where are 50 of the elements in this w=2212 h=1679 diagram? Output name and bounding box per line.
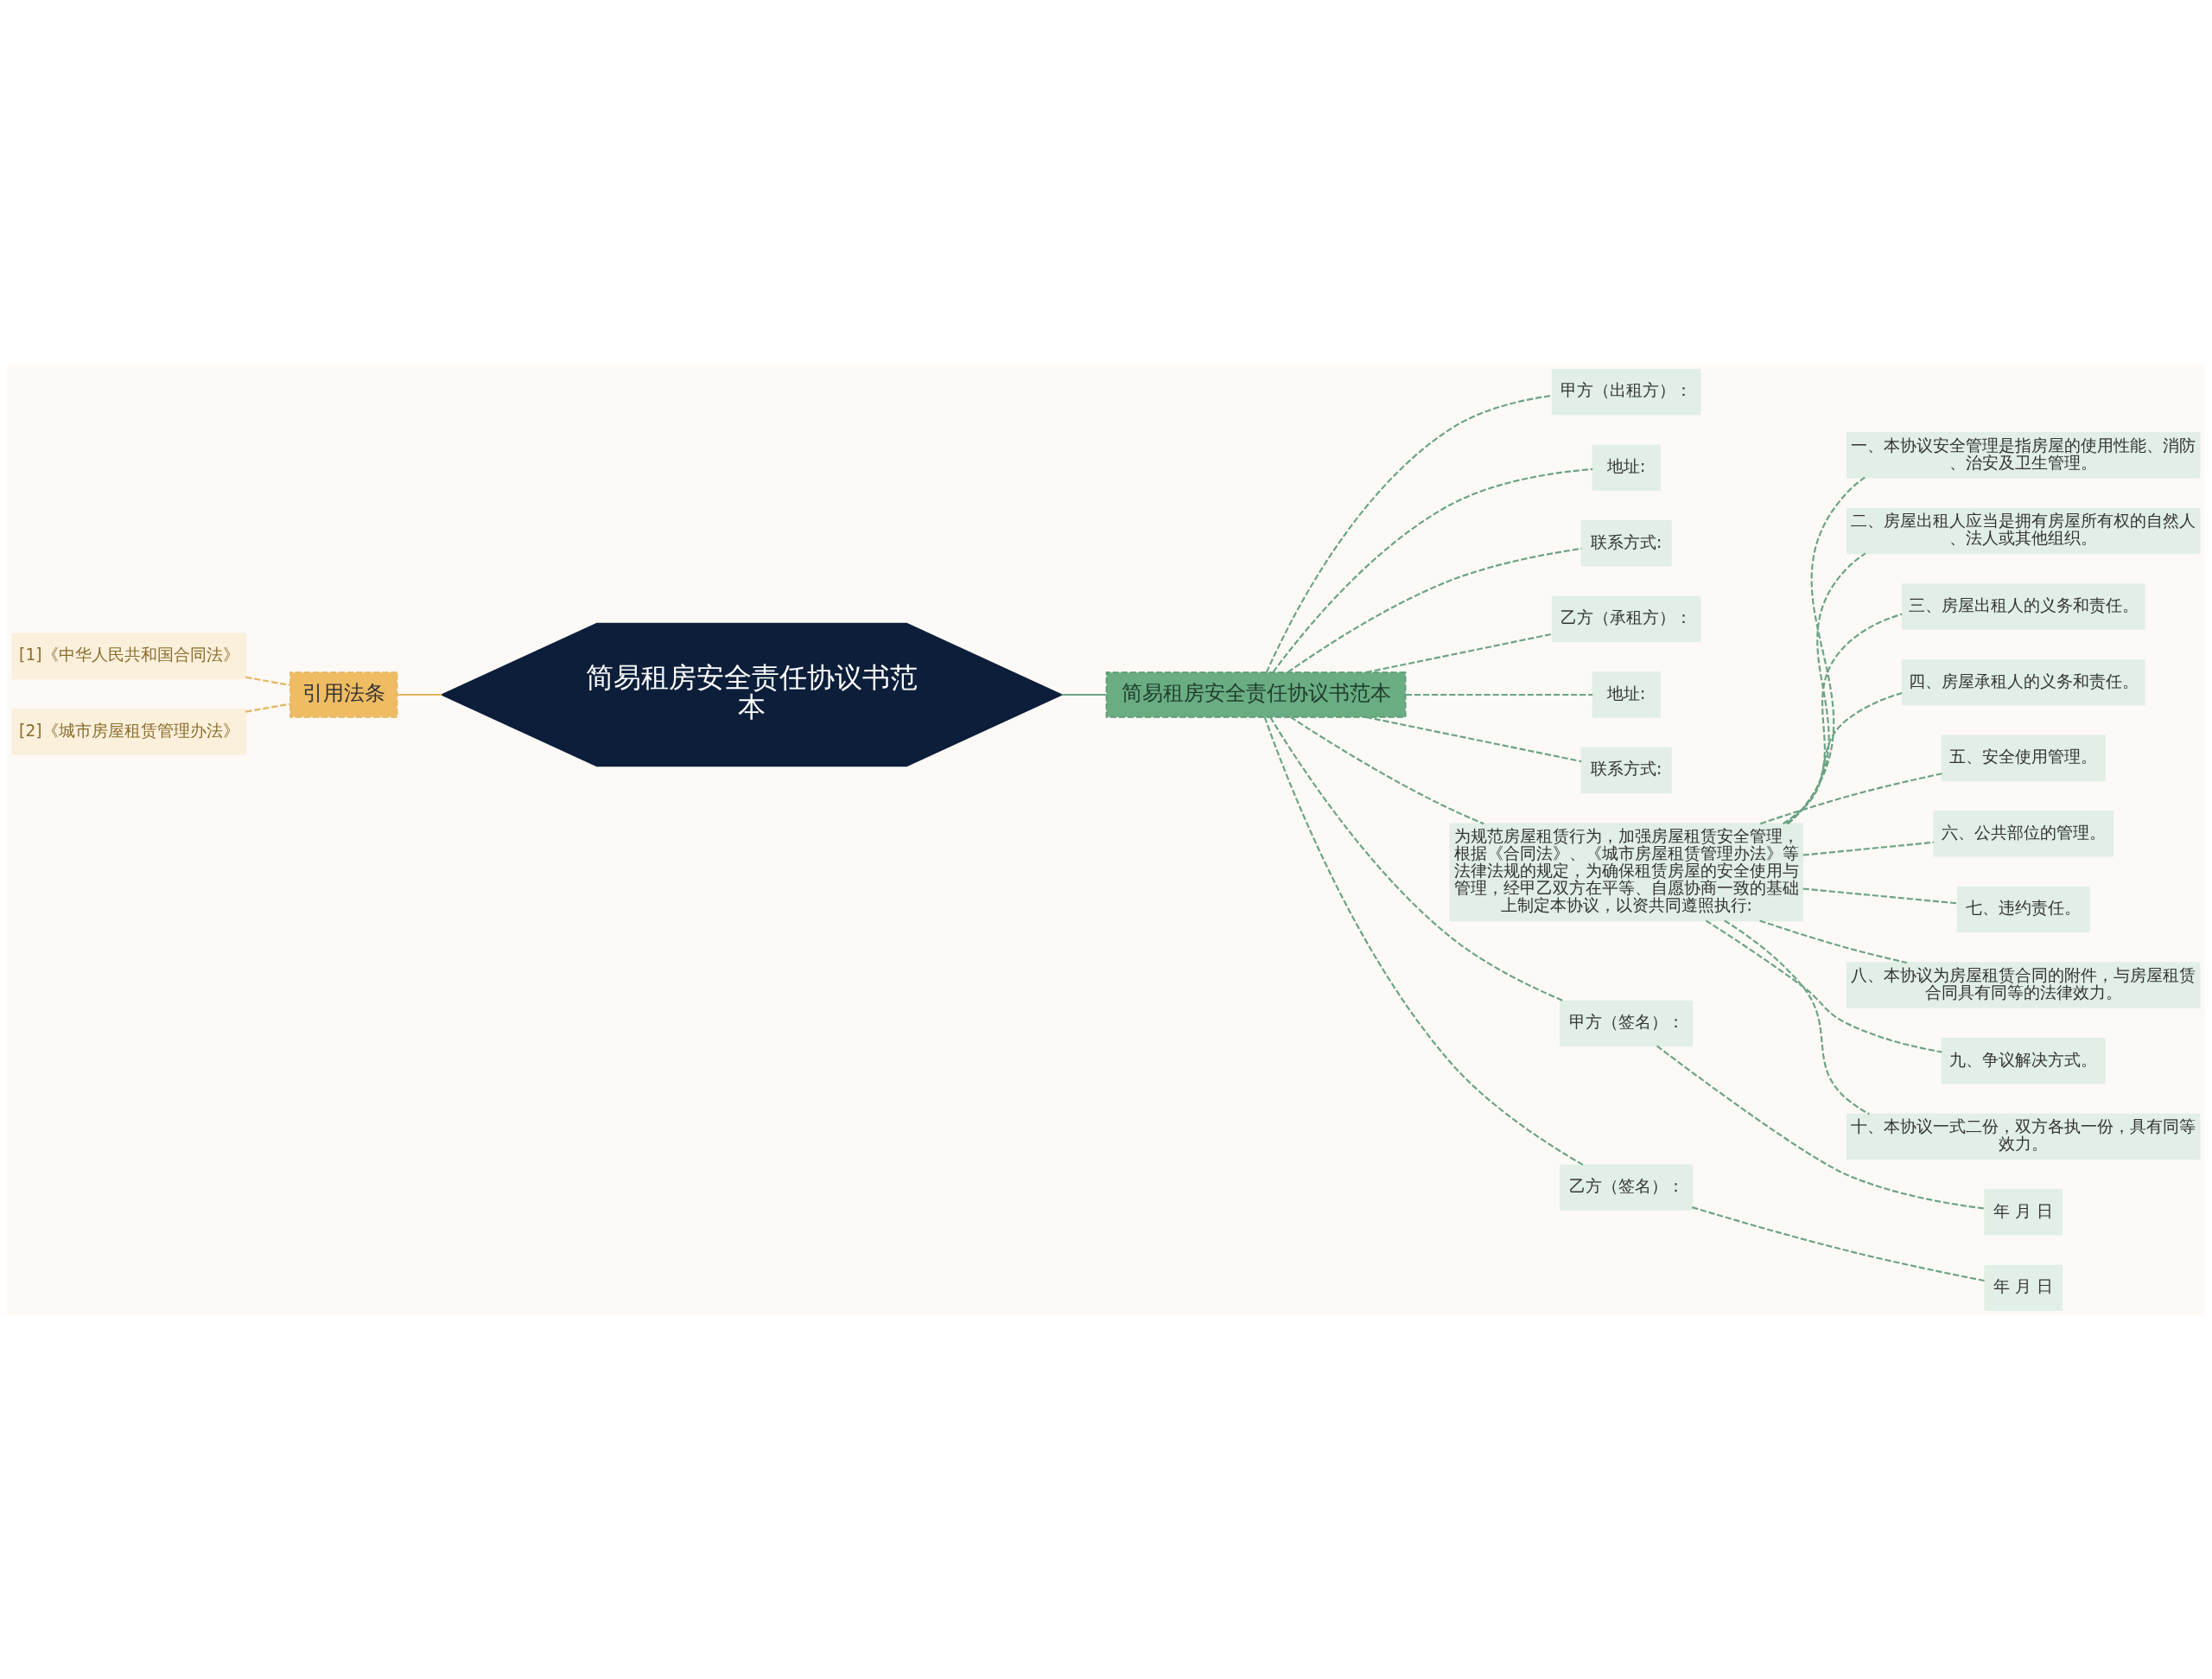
node-box: 年 月 日 xyxy=(1984,1188,2063,1235)
node-box: 年 月 日 xyxy=(1984,1264,2063,1311)
connector xyxy=(1272,467,1593,672)
connector xyxy=(1656,1045,1986,1210)
node-box: 联系方式: xyxy=(1580,519,1672,566)
node-box: 六、公共部位的管理。 xyxy=(1933,810,2113,857)
node-box: 五、安全使用管理。 xyxy=(1941,735,2106,781)
connector xyxy=(1365,633,1553,673)
node-box: 乙方（签名）： xyxy=(1560,1163,1694,1211)
node-box: 十、本协议一式二份，双方各执一份，具有同等效力。 xyxy=(1846,1113,2201,1160)
connector xyxy=(1787,551,1866,824)
connector xyxy=(1265,394,1553,672)
connector xyxy=(1787,476,1866,824)
node-box: [1]《中华人民共和国合同法》 xyxy=(11,633,247,679)
connector xyxy=(1724,919,1870,1115)
connector xyxy=(1785,613,1903,824)
connector xyxy=(1263,716,1584,1166)
node-box: 三、房屋出租人的义务和责任。 xyxy=(1901,582,2145,630)
node-box: 乙方（承租方）： xyxy=(1551,595,1701,642)
node-box: 七、违约责任。 xyxy=(1956,886,2090,932)
node-box: 地址: xyxy=(1592,444,1661,491)
connector xyxy=(1287,547,1582,673)
connector xyxy=(1692,1205,1986,1282)
connector xyxy=(1705,919,1942,1053)
connector xyxy=(245,703,291,713)
connector xyxy=(1783,691,1903,824)
node-box: 引用法条 xyxy=(289,671,398,718)
node-box: 二、房屋出租人应当是拥有房屋所有权的自然人、法人或其他组织。 xyxy=(1846,507,2201,554)
connector xyxy=(397,693,442,696)
node-box: 地址: xyxy=(1592,671,1661,718)
node-box: 一、本协议安全管理是指房屋的使用性能、消防、治安及卫生管理。 xyxy=(1846,431,2201,479)
node-box: [2]《城市房屋租赁管理办法》 xyxy=(11,708,247,755)
node-box: 为规范房屋租赁行为，加强房屋租赁安全管理，根据《合同法》、《城市房屋租赁管理办法》等法律法规的规定，为确保租赁房屋的安全使用与管理，经甲乙双方在平等、自愿协商一致的基础上制定本协议，以资共同遵照执行: xyxy=(1449,822,1803,921)
connector xyxy=(1290,715,1484,824)
connector xyxy=(1405,693,1593,696)
connector xyxy=(1061,693,1107,696)
node-box: 九、争议解决方式。 xyxy=(1941,1037,2106,1084)
connector xyxy=(1759,772,1942,824)
node-box: 简易租房安全责任协议书范本 xyxy=(1105,671,1407,718)
node-box: 甲方（出租方）： xyxy=(1551,368,1701,415)
node-box: 八、本协议为房屋租赁合同的附件，与房屋租赁合同具有同等的法律效力。 xyxy=(1846,961,2201,1008)
connector xyxy=(1759,919,1908,964)
node-box: 甲方（签名）： xyxy=(1560,1000,1694,1046)
connector xyxy=(245,676,291,686)
connector xyxy=(1365,715,1582,762)
connector xyxy=(1802,887,1958,904)
node-box: 四、房屋承租人的义务和责任。 xyxy=(1901,658,2145,705)
node-box: 联系方式: xyxy=(1580,747,1672,793)
connector xyxy=(1802,841,1935,856)
connector xyxy=(1269,715,1565,1002)
